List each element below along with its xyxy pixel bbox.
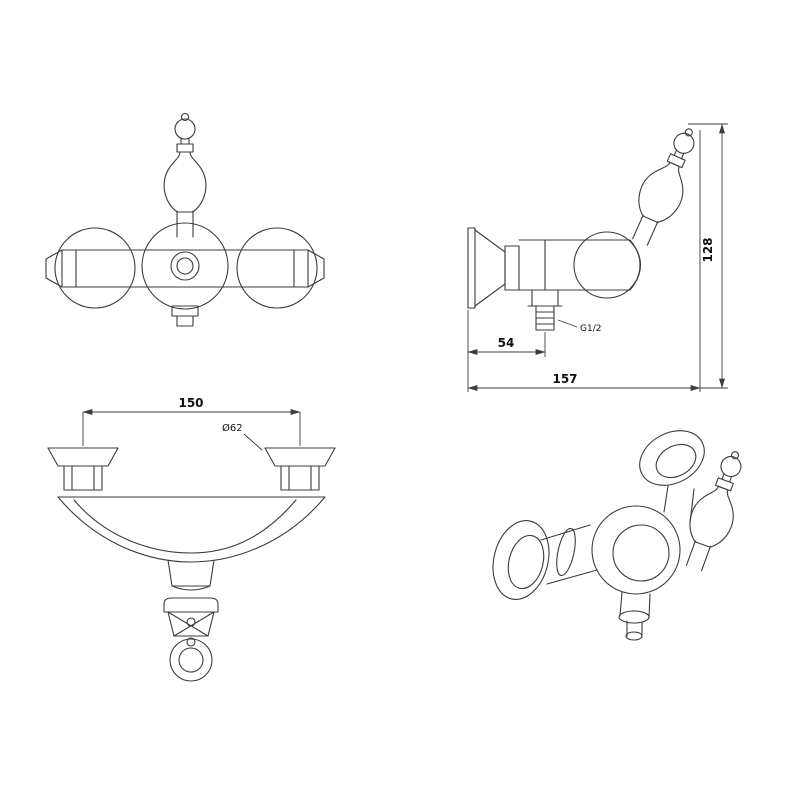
diameter-label: Ø62	[222, 422, 243, 434]
perspective-view	[492, 430, 757, 641]
dim-150-label: 150	[178, 396, 203, 410]
wall-flange-left	[54, 227, 136, 309]
outlet-bracket	[163, 597, 219, 682]
bottom-view	[47, 447, 336, 682]
front-view	[45, 112, 325, 327]
bottom-dimensions	[82, 409, 301, 451]
wall-flange-right	[236, 227, 318, 309]
body-top-outline	[57, 496, 326, 591]
diameter-leader-line	[243, 433, 263, 451]
wall-flange-right-3d	[639, 430, 705, 486]
escutcheon	[141, 222, 229, 310]
wall-flange-left-3d	[492, 520, 550, 600]
dim-128-label: 128	[701, 237, 715, 262]
handle-lever	[673, 444, 757, 576]
wall-flange-profile	[467, 227, 520, 309]
body-3d	[540, 485, 695, 595]
body-bar	[45, 249, 325, 288]
flange-top-right	[264, 447, 336, 491]
handle-lever	[163, 112, 207, 238]
flange-top-left	[47, 447, 119, 491]
dim-157-label: 157	[552, 372, 577, 386]
body-profile	[518, 231, 642, 299]
thread-label: G1/2	[580, 324, 601, 334]
handle-lever	[620, 120, 710, 252]
thread-leader-line	[557, 319, 578, 328]
outlet-nipple	[527, 289, 563, 331]
dim-54-label: 54	[498, 336, 515, 350]
side-view	[467, 120, 710, 331]
outlet-3d	[618, 591, 651, 641]
side-dimensions	[467, 123, 728, 392]
bottom-outlet	[171, 305, 199, 327]
